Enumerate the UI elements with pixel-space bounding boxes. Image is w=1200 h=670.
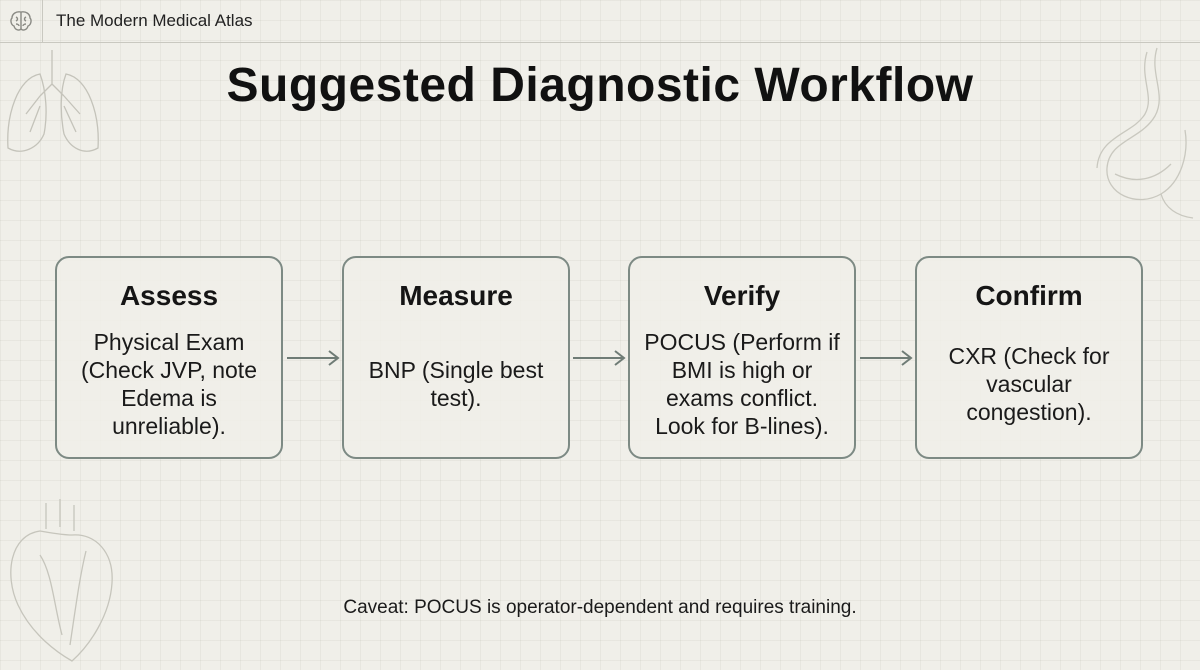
arrow-verify-to-confirm <box>860 350 913 366</box>
page-title: Suggested Diagnostic Workflow <box>226 59 974 112</box>
app-title: The Modern Medical Atlas <box>56 11 253 30</box>
step-description: Physical Exam (Check JVP, note Edema is … <box>80 328 257 439</box>
step-description: CXR (Check for vascular congestion). <box>948 342 1110 425</box>
lungs-icon <box>7 50 99 152</box>
step-description: BNP (Single best test). <box>368 356 544 411</box>
step-title: Verify <box>703 280 781 311</box>
step-title: Confirm <box>975 280 1083 311</box>
step-assess: Assess Physical Exam (Check JVP, note Ed… <box>55 256 283 459</box>
arrow-assess-to-measure <box>287 350 340 366</box>
logo <box>0 0 43 42</box>
header-bar: The Modern Medical Atlas <box>0 0 1200 43</box>
step-confirm: Confirm CXR (Check for vascular congesti… <box>915 256 1143 459</box>
step-description: POCUS (Perform if BMI is high or exams c… <box>644 328 840 439</box>
brain-icon <box>10 11 32 31</box>
step-title: Assess <box>119 280 219 311</box>
heart-icon <box>10 499 113 662</box>
step-title: Measure <box>399 280 513 311</box>
stomach-icon <box>1096 47 1194 219</box>
step-verify: Verify POCUS (Perform if BMI is high or … <box>628 256 856 459</box>
arrow-measure-to-verify <box>573 350 626 366</box>
step-measure: Measure BNP (Single best test). <box>342 256 570 459</box>
caveat-note: Caveat: POCUS is operator-dependent and … <box>343 597 857 618</box>
